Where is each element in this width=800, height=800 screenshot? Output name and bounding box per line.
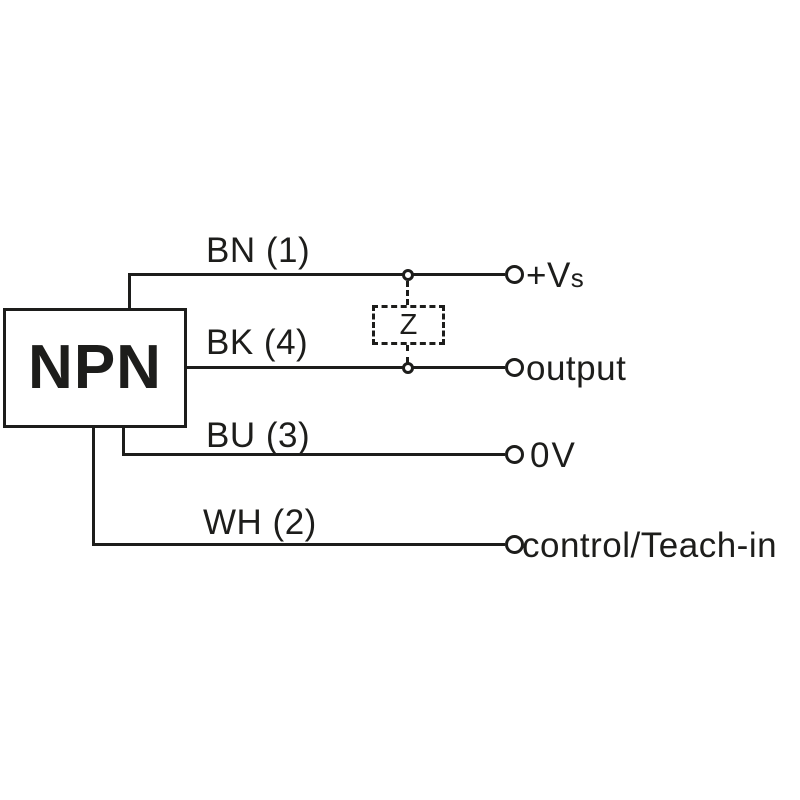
wh-wire-vertical <box>92 425 95 546</box>
bu-wire-label: BU (3) <box>206 416 311 455</box>
bu-wire-horizontal <box>122 453 505 456</box>
terminal-label-vs-subscript: s <box>570 263 584 293</box>
load-impedance-box: Z <box>372 305 445 345</box>
terminal-label-control: control/Teach-in <box>522 526 778 565</box>
bn-wire-vertical <box>128 275 131 311</box>
bn-wire-label: BN (1) <box>206 231 311 270</box>
junction-dot-bk <box>402 362 414 374</box>
load-dashed-connector-bottom <box>406 345 409 363</box>
terminal-circle-vs <box>505 265 524 284</box>
device-box: NPN <box>3 308 187 428</box>
bn-wire-horizontal <box>128 273 505 276</box>
terminal-label-vs: +Vs <box>526 256 584 295</box>
wh-wire-label: WH (2) <box>203 503 317 542</box>
load-dashed-connector-top <box>406 281 409 305</box>
bu-wire-vertical <box>122 425 125 456</box>
bk-wire-label: BK (4) <box>206 323 309 362</box>
terminal-circle-output <box>505 358 524 377</box>
terminal-label-output: output <box>526 349 627 388</box>
terminal-label-0v: 0V <box>530 436 577 475</box>
load-label: Z <box>399 308 418 341</box>
junction-dot-bn <box>402 269 414 281</box>
device-label: NPN <box>28 333 162 402</box>
wh-wire-horizontal <box>92 543 505 546</box>
bk-wire-horizontal <box>184 366 505 369</box>
terminal-circle-control <box>505 535 524 554</box>
terminal-circle-0v <box>505 445 524 464</box>
